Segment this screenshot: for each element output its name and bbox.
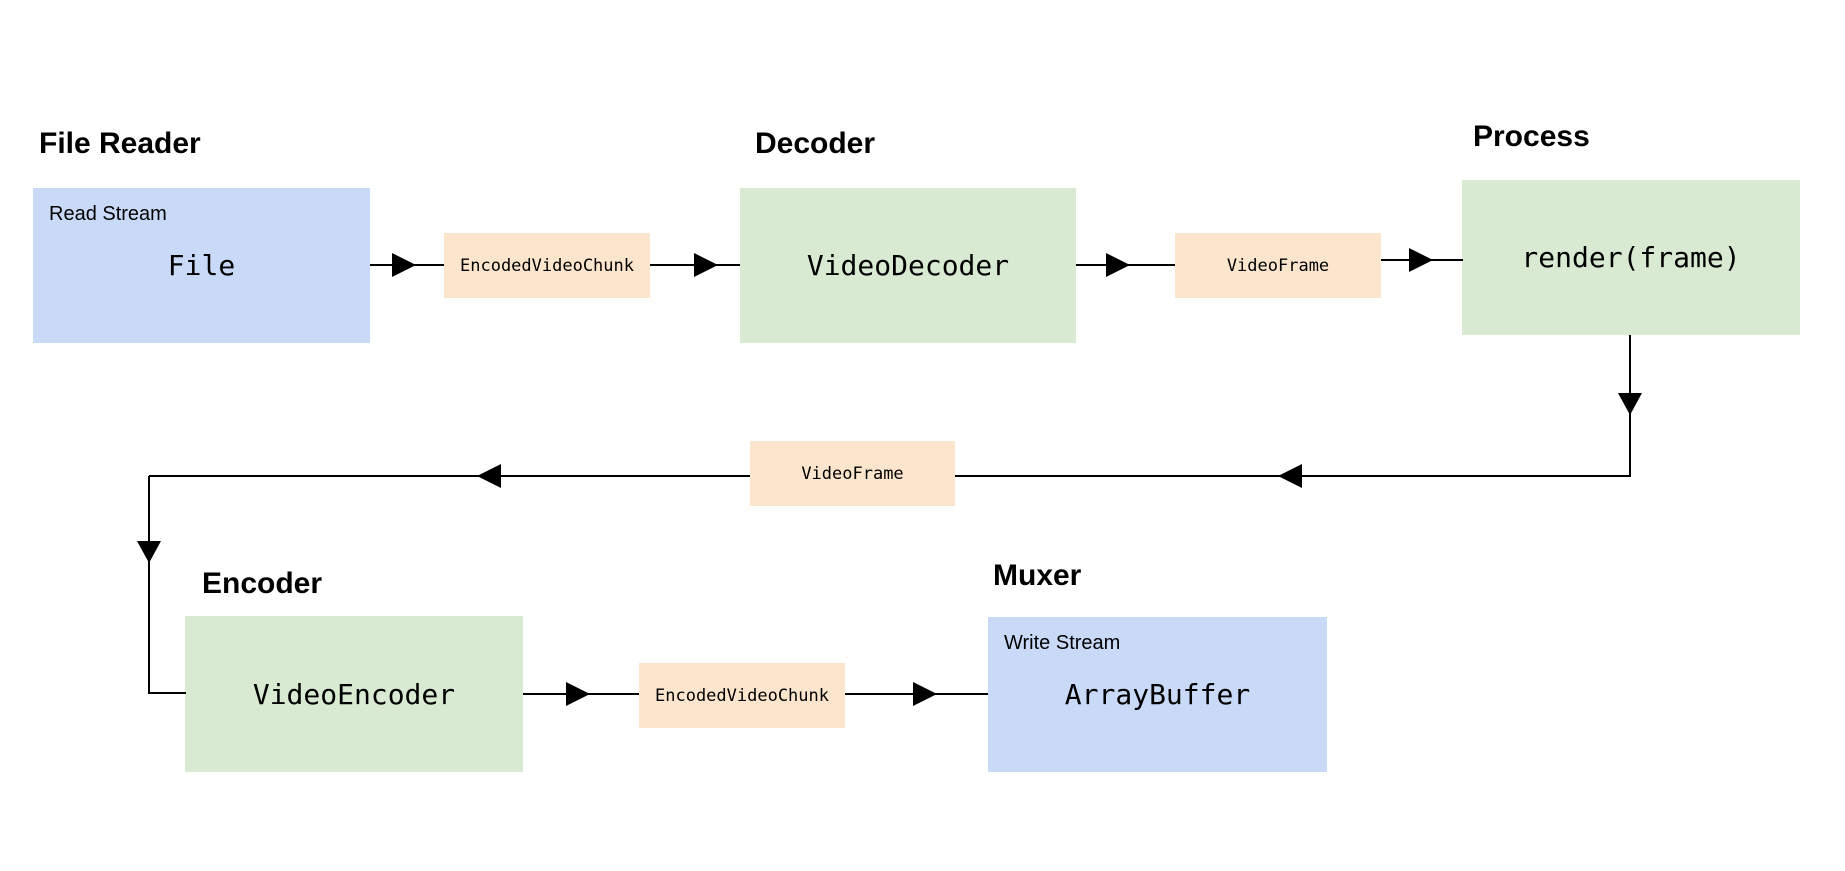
encoded-video-chunk-label-1: EncodedVideoChunk bbox=[460, 255, 634, 276]
read-stream-label: Read Stream bbox=[49, 203, 167, 225]
arrowhead-right-icon bbox=[566, 682, 590, 706]
encoder-heading: Encoder bbox=[202, 567, 323, 600]
video-encoder-label: VideoEncoder bbox=[252, 677, 456, 711]
encoded-video-chunk-label-2: EncodedVideoChunk bbox=[655, 685, 829, 706]
video-decoder-box: VideoDecoder bbox=[740, 188, 1076, 343]
file-box: Read Stream File bbox=[33, 188, 370, 343]
process-heading: Process bbox=[1473, 120, 1590, 153]
video-encoder-box: VideoEncoder bbox=[185, 616, 523, 772]
arrowhead-right-icon bbox=[1106, 253, 1130, 277]
video-decoder-label: VideoDecoder bbox=[806, 249, 1010, 282]
arrowhead-down-icon bbox=[137, 541, 161, 563]
decoder-heading: Decoder bbox=[755, 127, 876, 160]
arrowhead-right-icon bbox=[913, 682, 937, 706]
arrowhead-right-icon bbox=[694, 253, 718, 277]
video-frame-box-feedback: VideoFrame bbox=[750, 441, 955, 506]
render-frame-box: render(frame) bbox=[1462, 180, 1800, 335]
video-frame-box-decoded: VideoFrame bbox=[1175, 233, 1381, 298]
arrowhead-left-icon bbox=[1278, 464, 1302, 488]
write-stream-label: Write Stream bbox=[1004, 632, 1121, 654]
connector-feedback-down bbox=[148, 476, 150, 694]
render-frame-label: render(frame) bbox=[1521, 241, 1741, 274]
muxer-heading: Muxer bbox=[993, 559, 1082, 592]
arrowhead-right-icon bbox=[1409, 248, 1433, 272]
file-label: File bbox=[167, 249, 236, 282]
array-buffer-box: Write Stream ArrayBuffer bbox=[988, 617, 1327, 772]
arrowhead-left-icon bbox=[477, 464, 501, 488]
connector-into-encoder bbox=[148, 692, 186, 694]
arrowhead-right-icon bbox=[392, 253, 416, 277]
encoded-video-chunk-box-2: EncodedVideoChunk bbox=[639, 663, 845, 728]
video-frame-label-decoded: VideoFrame bbox=[1226, 255, 1330, 276]
video-frame-label-feedback: VideoFrame bbox=[801, 463, 904, 484]
file-reader-heading: File Reader bbox=[39, 127, 201, 160]
arrowhead-down-icon bbox=[1618, 393, 1642, 415]
array-buffer-label: ArrayBuffer bbox=[1064, 678, 1251, 711]
encoded-video-chunk-box-1: EncodedVideoChunk bbox=[444, 233, 650, 298]
